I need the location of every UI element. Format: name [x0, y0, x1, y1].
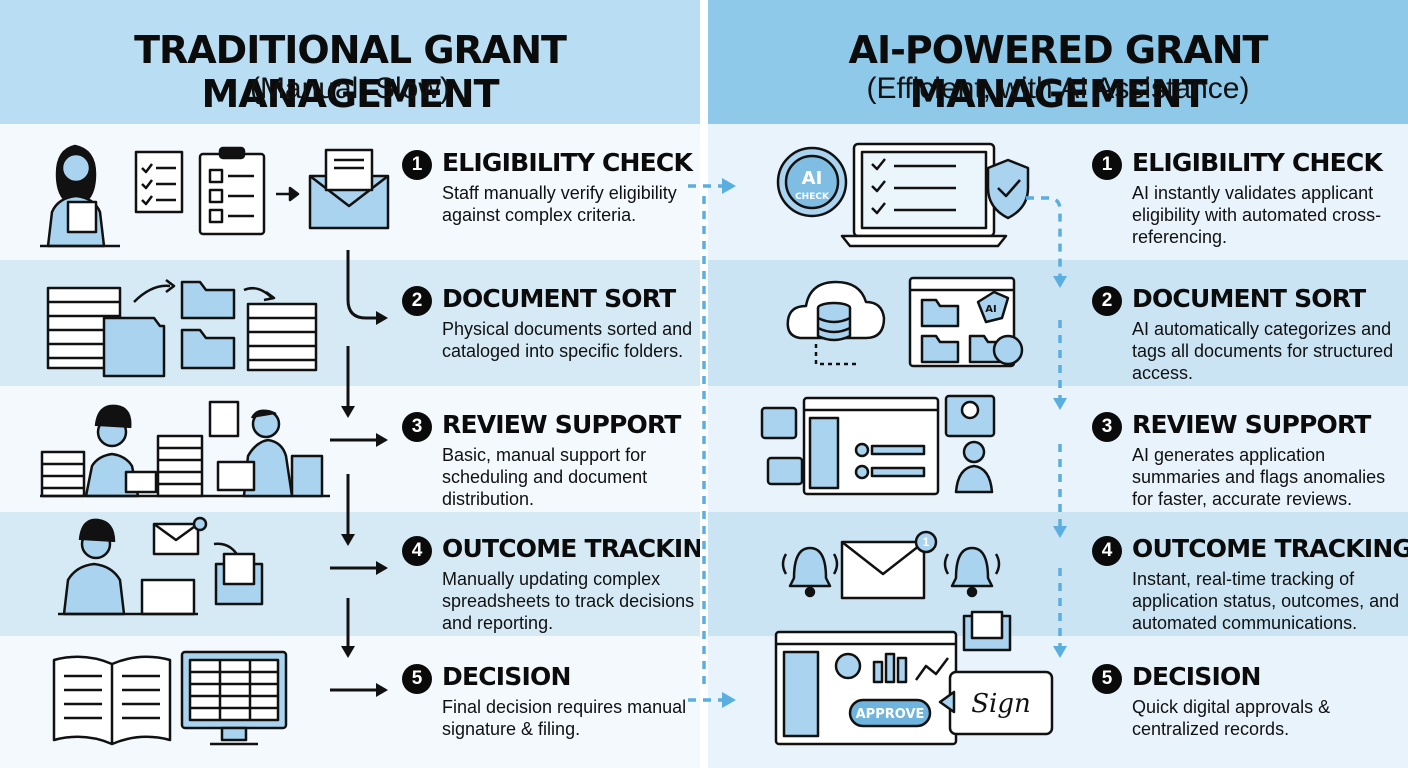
step-title: OUTCOME TRACKING [1132, 534, 1408, 563]
ai-check-laptop-icon: AI CHECK [776, 138, 1036, 250]
step-number: 1 [1092, 150, 1122, 180]
signature-text: Sign [971, 689, 1031, 719]
step-description: Instant, real-time tracking of applicati… [1132, 569, 1400, 633]
step-number: 2 [1092, 286, 1122, 316]
ai-badge-subtext: CHECK [795, 192, 830, 202]
ai-subtitle: (Efficient, with AI Assistance) [866, 72, 1250, 105]
step-description: AI instantly validates applicant eligibi… [1132, 183, 1382, 247]
step-description: Basic, manual support for scheduling and… [442, 445, 648, 509]
ai-panel: AI-POWERED GRANT MANAGEMENT (Efficient, … [708, 0, 1408, 768]
traditional-panel: TRADITIONAL GRANT MANAGEMENT (Manual, Sl… [0, 0, 723, 768]
step-title: DOCUMENT SORT [442, 284, 676, 313]
notification-bells-icon: 1 [780, 528, 1001, 608]
traditional-subtitle: (Manual, Slow) [249, 72, 451, 105]
document-stacks-icon [44, 268, 324, 378]
step-number: 1 [402, 150, 432, 180]
step-description: Quick digital approvals & centralized re… [1132, 697, 1331, 739]
traditional-header: TRADITIONAL GRANT MANAGEMENT (Manual, Sl… [0, 0, 700, 124]
ai-header: AI-POWERED GRANT MANAGEMENT (Efficient, … [708, 0, 1408, 124]
step-title: REVIEW SUPPORT [1132, 410, 1371, 439]
step-number: 4 [402, 536, 432, 566]
phone-mail-icon [58, 514, 268, 620]
ai-tag-text: AI [985, 304, 996, 315]
ai-title: AI-POWERED GRANT MANAGEMENT [848, 28, 1269, 116]
step-description: AI generates application summaries and f… [1132, 445, 1386, 509]
step-number: 5 [402, 664, 432, 694]
step-number: 2 [402, 286, 432, 316]
step-title: DECISION [442, 662, 571, 691]
ai-flow-arrows [1026, 196, 1067, 658]
step-description: Manually updating complex spreadsheets t… [442, 569, 695, 633]
traditional-title: TRADITIONAL GRANT MANAGEMENT [134, 28, 567, 116]
digital-approval-icon: APPROVE Sign [774, 610, 1054, 752]
step-title: DECISION [1132, 662, 1261, 691]
step-title: OUTCOME TRACKING [442, 534, 723, 563]
step-title: ELIGIBILITY CHECK [1132, 148, 1383, 177]
step-description: Staff manually verify eligibility agains… [442, 183, 677, 225]
step-title: REVIEW SUPPORT [442, 410, 681, 439]
step-title: ELIGIBILITY CHECK [442, 148, 693, 177]
ledger-monitor-icon [50, 650, 290, 750]
notification-count: 1 [923, 535, 930, 549]
ai-badge-text: AI [802, 168, 823, 189]
traditional-flow-arrows [330, 250, 388, 697]
step-number: 3 [402, 412, 432, 442]
step-description: Final decision requires manual signature… [442, 697, 687, 739]
approve-button-text: APPROVE [856, 707, 925, 722]
step-title: DOCUMENT SORT [1132, 284, 1366, 313]
review-dashboard-icon [760, 392, 1012, 500]
cloud-database-icon: AI [786, 274, 1036, 374]
step-number: 5 [1092, 664, 1122, 694]
stressed-staff-icon [40, 396, 330, 504]
staff-clipboard-icon [40, 138, 400, 253]
step-number: 4 [1092, 536, 1122, 566]
step-number: 3 [1092, 412, 1122, 442]
step-description: AI automatically categorizes and tags al… [1132, 319, 1394, 383]
step-description: Physical documents sorted and cataloged … [442, 319, 693, 361]
